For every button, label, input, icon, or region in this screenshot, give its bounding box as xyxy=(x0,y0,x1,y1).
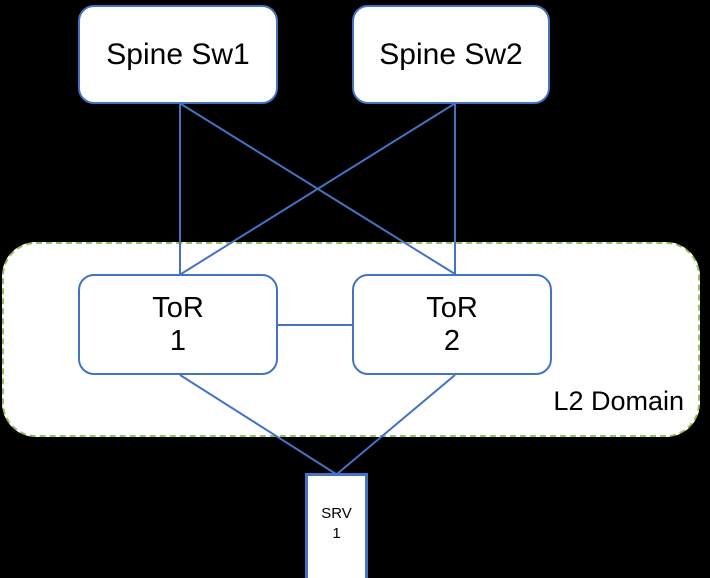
node-spine-sw2-label: Spine Sw2 xyxy=(379,37,523,71)
node-spine-sw1-label: Spine Sw1 xyxy=(106,37,250,71)
node-srv-1[interactable]: SRV 1 xyxy=(305,473,368,578)
node-spine-sw2[interactable]: Spine Sw2 xyxy=(352,5,550,104)
node-tor-2[interactable]: ToR 2 xyxy=(352,274,552,375)
node-tor-1[interactable]: ToR 1 xyxy=(78,274,278,375)
node-spine-sw1[interactable]: Spine Sw1 xyxy=(78,5,278,104)
node-tor-1-label: ToR xyxy=(152,292,204,325)
node-srv-1-index: 1 xyxy=(332,525,341,543)
node-srv-1-label: SRV xyxy=(321,505,352,522)
node-tor-1-index: 1 xyxy=(169,324,187,357)
node-tor-2-index: 2 xyxy=(443,324,461,357)
node-tor-2-label: ToR xyxy=(426,292,478,325)
l2-domain-label: L2 Domain xyxy=(553,386,684,416)
